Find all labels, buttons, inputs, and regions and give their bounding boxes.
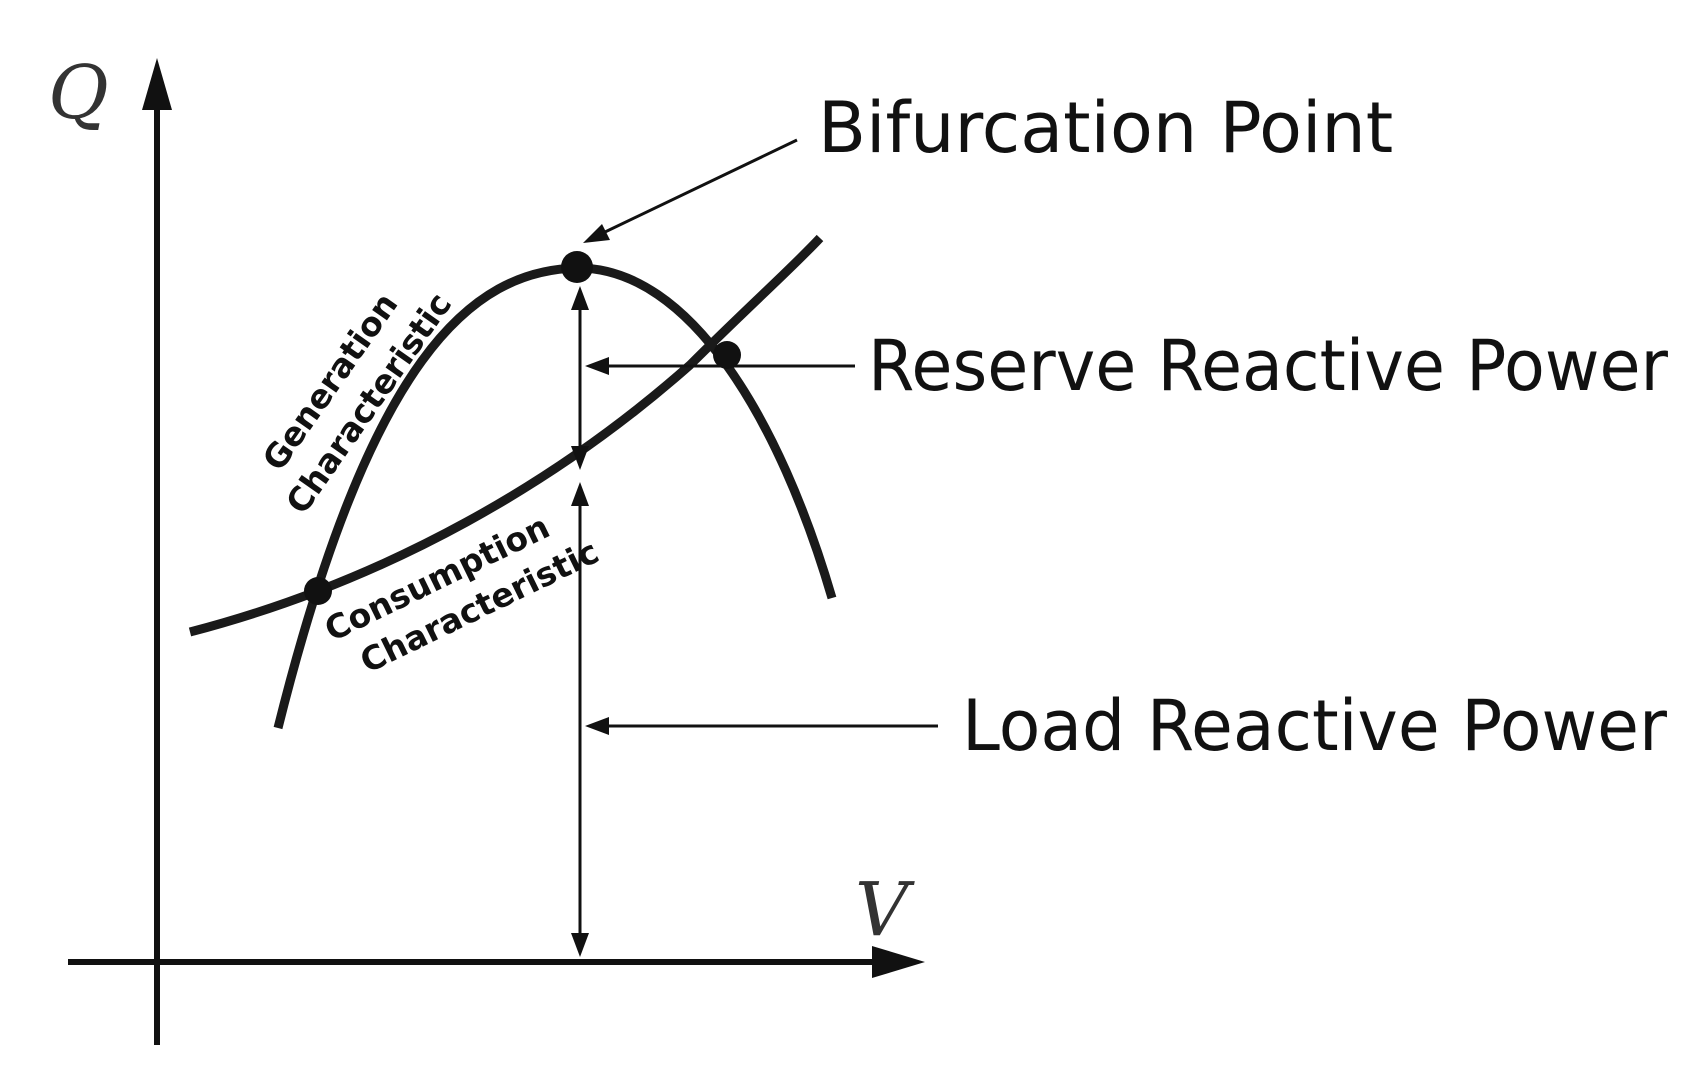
axes: Q V: [48, 50, 925, 1045]
curves: [188, 234, 837, 730]
generation-characteristic-label: Generation Characteristic: [255, 285, 460, 520]
load-span-arrow: [571, 482, 589, 957]
reserve-leader: [585, 357, 855, 375]
load-leader: [585, 717, 938, 735]
bifurcation-point-label: Bifurcation Point: [818, 87, 1393, 169]
reserve-span-arrow: [571, 286, 589, 470]
load-reactive-power-label: Load Reactive Power: [962, 685, 1667, 767]
y-axis-arrowhead: [142, 58, 172, 110]
x-axis-label: V: [855, 867, 915, 953]
low-intersection-marker: [304, 577, 332, 605]
consumption-characteristic-curve: [188, 234, 824, 637]
bifurcation-point-marker: [561, 251, 593, 283]
y-axis-label: Q: [48, 50, 109, 136]
bifurcation-leader: [583, 138, 798, 243]
x-axis-arrowhead: [872, 946, 925, 978]
reserve-reactive-power-label: Reserve Reactive Power: [868, 325, 1668, 407]
stable-intersection-marker: [713, 341, 741, 369]
